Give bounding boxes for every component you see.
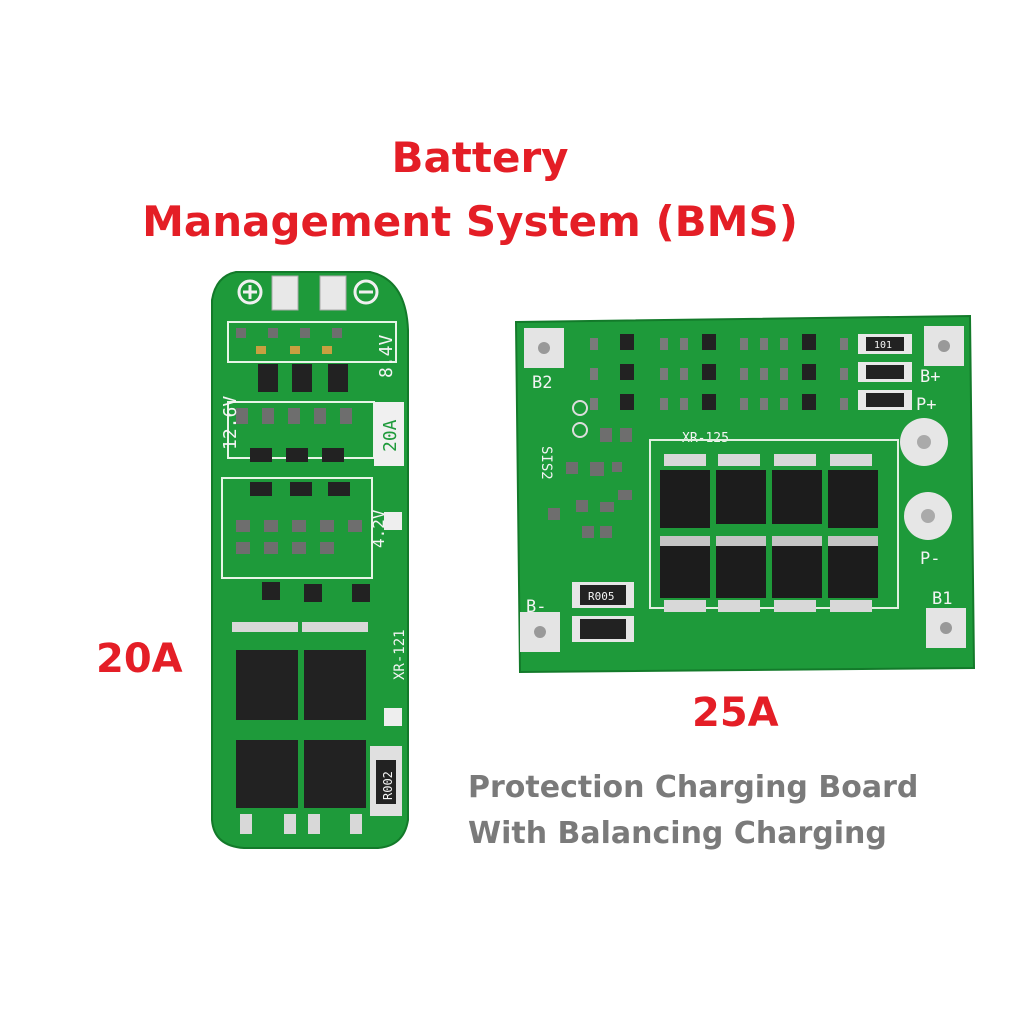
large-bms-board: 101 B2 B+ P+ P- B- B1 XR-125 SIS2 R005 <box>514 314 976 674</box>
small-silk-voltage-low: 4.2V <box>369 509 388 548</box>
large-silk-sis2: SIS2 <box>538 446 554 480</box>
large-silk-bplus: B+ <box>920 367 940 387</box>
small-silk-resistor: R002 <box>381 771 395 800</box>
label-25a: 25A <box>692 690 779 736</box>
small-bms-board: 20A 12.6V 8.4V 4.2V XR-121 R002 <box>211 271 409 849</box>
title-line-2: Management System (BMS) <box>142 197 798 246</box>
caption-line-1: Protection Charging Board <box>468 770 919 805</box>
large-silk-b1: B1 <box>932 589 952 609</box>
label-20a: 20A <box>96 636 183 682</box>
large-silk-b2: B2 <box>532 373 552 393</box>
large-silk-resistor: R005 <box>588 590 615 603</box>
large-silk-code: 101 <box>874 340 892 351</box>
small-silk-model: XR-121 <box>392 629 408 680</box>
large-silk-model: XR-125 <box>682 431 729 446</box>
small-silk-current: 20A <box>380 419 401 452</box>
small-silk-voltage-right: 8.4V <box>376 334 397 378</box>
title-line-1: Battery <box>391 133 569 182</box>
large-silk-bminus: B- <box>526 597 546 617</box>
large-silk-pminus: P- <box>920 549 940 569</box>
small-silk-voltage-top: 12.6V <box>220 396 241 450</box>
large-silk-pplus: P+ <box>916 395 936 415</box>
caption-line-2: With Balancing Charging <box>468 816 887 851</box>
